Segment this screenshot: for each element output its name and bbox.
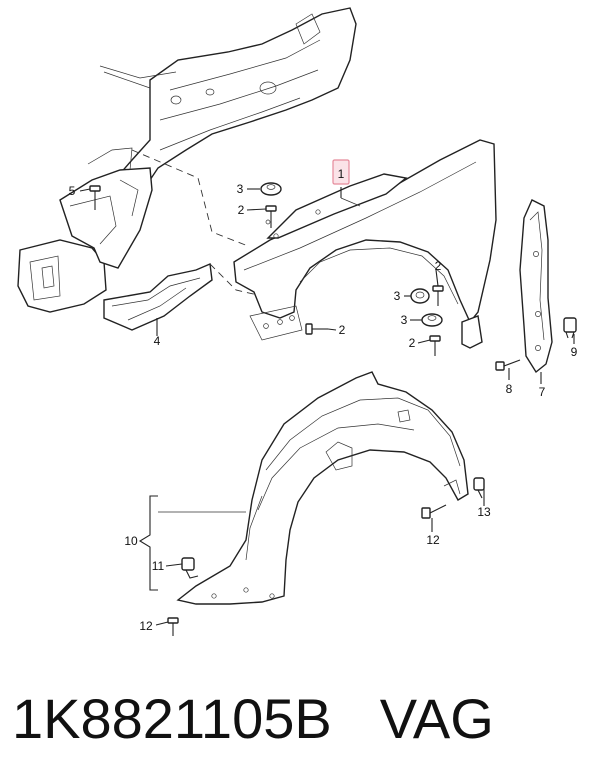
callout-2: 2 [409, 336, 416, 350]
callout-3: 3 [237, 182, 244, 196]
callout-9: 9 [571, 345, 578, 359]
clip-part-9 [563, 317, 577, 344]
alignment-line-upper [131, 149, 249, 247]
callout-7: 7 [539, 385, 546, 399]
callout-2: 2 [339, 323, 346, 337]
wheel-liner-part-10 [138, 371, 485, 636]
brand-name: VAG [379, 686, 494, 750]
highlight-box-part-1 [332, 159, 350, 185]
fender-rear-bracket [461, 315, 483, 349]
fasteners-upper [79, 182, 521, 380]
bracket-part-4 [103, 262, 213, 336]
body-structure [17, 7, 357, 313]
callout-4: 4 [154, 334, 161, 348]
callout-13: 13 [477, 505, 491, 519]
part-number: 1K8821105B [12, 686, 332, 750]
callout-12: 12 [426, 533, 440, 547]
callout-5: 5 [69, 184, 76, 198]
callout-3: 3 [401, 313, 408, 327]
callout-8: 8 [506, 382, 513, 396]
callout-11: 11 [152, 559, 165, 573]
callout-2: 2 [435, 259, 442, 273]
callout-1: 1 [338, 167, 345, 181]
parts-diagram: 1 5 3 2 2 3 3 2 2 4 6 9 8 7 10 11 12 12 … [17, 7, 578, 636]
alignment-line-lower [209, 263, 263, 297]
fender-part-1 [233, 139, 497, 341]
seal-part-7 [519, 199, 553, 384]
callout-3: 3 [394, 289, 401, 303]
callout-12: 12 [139, 619, 153, 633]
callout-2: 2 [238, 203, 245, 217]
callout-10: 10 [124, 534, 138, 548]
part-number-caption: 1K8821105B VAG [12, 678, 592, 758]
